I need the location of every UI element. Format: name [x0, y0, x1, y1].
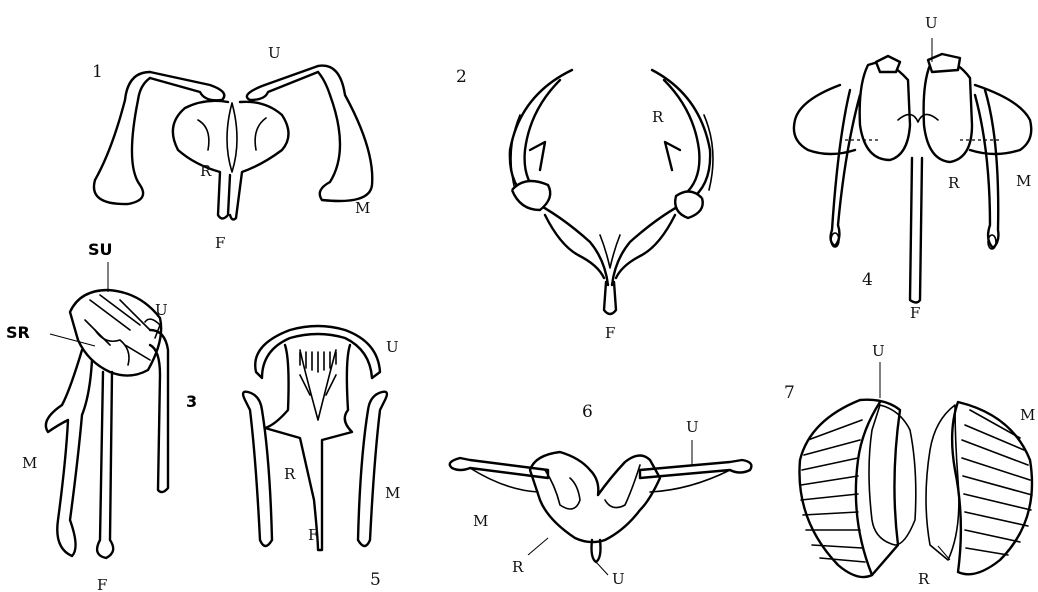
figure-4: U R M 4 F: [794, 14, 1031, 322]
figure-4-label-U: U: [925, 14, 938, 32]
figure-7-number: 7: [784, 383, 795, 403]
figure-5: U R M F 5: [243, 326, 400, 590]
figure-1-label-M: M: [355, 199, 370, 217]
figure-7-label-R: R: [918, 570, 930, 588]
figure-3-label-SU: SU: [88, 240, 113, 259]
figure-7-label-U: U: [872, 342, 885, 360]
figure-4-label-F: F: [910, 304, 920, 322]
figure-4-label-M: M: [1016, 172, 1031, 190]
figure-1-label-F: F: [215, 234, 225, 252]
figure-4-number: 4: [862, 270, 873, 290]
figure-2-number: 2: [456, 67, 467, 87]
figure-6-label-M: M: [473, 512, 488, 530]
figure-6-number: 6: [582, 402, 593, 422]
figure-4-label-R: R: [948, 174, 960, 192]
figure-1: 1 U R M F: [92, 44, 372, 252]
figure-2: 2 R F: [456, 67, 713, 342]
figure-6: 6 U M R U: [450, 402, 752, 588]
figure-3-label-SR: SR: [6, 323, 30, 342]
figure-6-label-R: R: [512, 558, 524, 576]
figure-5-number: 5: [370, 570, 381, 590]
figure-3: SU SR U 3 M F: [6, 240, 197, 592]
figure-7-label-M: M: [1020, 406, 1035, 424]
figure-7: 7 U M R: [784, 342, 1035, 588]
figure-3-number: 3: [186, 392, 197, 411]
figure-6-label-U: U: [686, 418, 699, 436]
figure-5-label-U: U: [386, 338, 399, 356]
figure-6-label-U2: U: [612, 570, 625, 588]
figure-5-label-R: R: [284, 465, 296, 483]
figure-2-label-R: R: [652, 108, 664, 126]
figure-5-label-M: M: [385, 484, 400, 502]
figure-1-label-R: R: [200, 162, 212, 180]
figure-3-label-U: U: [155, 301, 168, 319]
figure-3-label-F: F: [97, 576, 107, 592]
figure-1-number: 1: [92, 62, 103, 82]
figure-1-label-U: U: [268, 44, 281, 62]
figure-2-label-F: F: [605, 324, 615, 342]
figure-3-label-M: M: [22, 454, 37, 472]
figure-5-label-F: F: [308, 526, 318, 544]
